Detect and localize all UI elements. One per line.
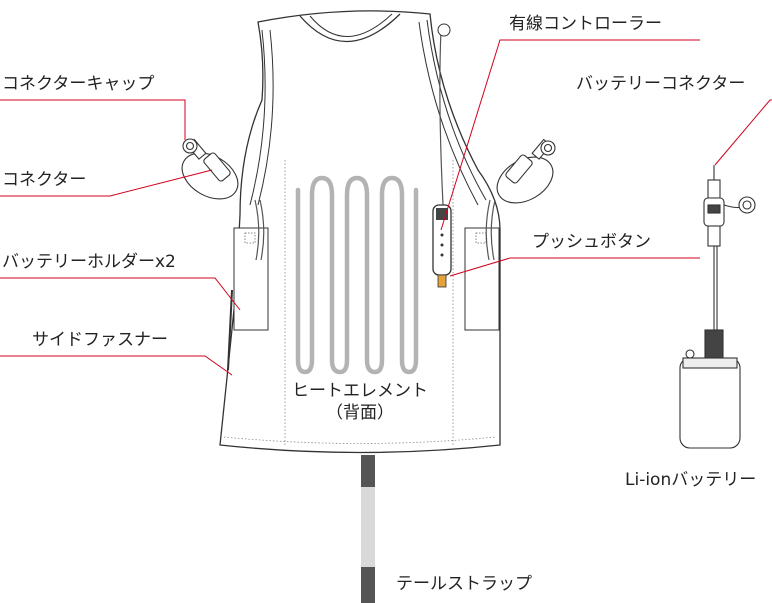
vest bbox=[219, 10, 501, 454]
label-heat-element: ヒートエレメント （背面） bbox=[280, 380, 440, 424]
liion-battery-assembly bbox=[679, 165, 756, 449]
label-battery-connector: バッテリーコネクター bbox=[576, 74, 746, 94]
label-liion-battery: Li-ionバッテリー bbox=[625, 470, 757, 490]
right-connector bbox=[496, 138, 556, 204]
label-tail-strap: テールストラップ bbox=[396, 574, 532, 594]
left-connector bbox=[181, 138, 239, 200]
label-heat-element-line2: （背面） bbox=[326, 403, 394, 423]
label-heat-element-line1: ヒートエレメント bbox=[292, 381, 428, 401]
left-battery-holder bbox=[233, 227, 269, 331]
label-wired-controller: 有線コントローラー bbox=[509, 14, 662, 34]
right-battery-holder bbox=[464, 227, 500, 331]
label-battery-holder: バッテリーホルダーx2 bbox=[2, 252, 176, 272]
wired-controller bbox=[432, 204, 452, 288]
heat-element bbox=[295, 175, 419, 375]
leader-lines bbox=[0, 39, 772, 376]
tail-strap bbox=[361, 455, 375, 603]
label-push-button: プッシュボタン bbox=[532, 232, 651, 252]
label-side-fastener: サイドファスナー bbox=[32, 330, 168, 350]
label-connector: コネクター bbox=[2, 170, 87, 190]
neckline bbox=[299, 13, 401, 43]
label-connector-cap: コネクターキャップ bbox=[2, 74, 155, 94]
